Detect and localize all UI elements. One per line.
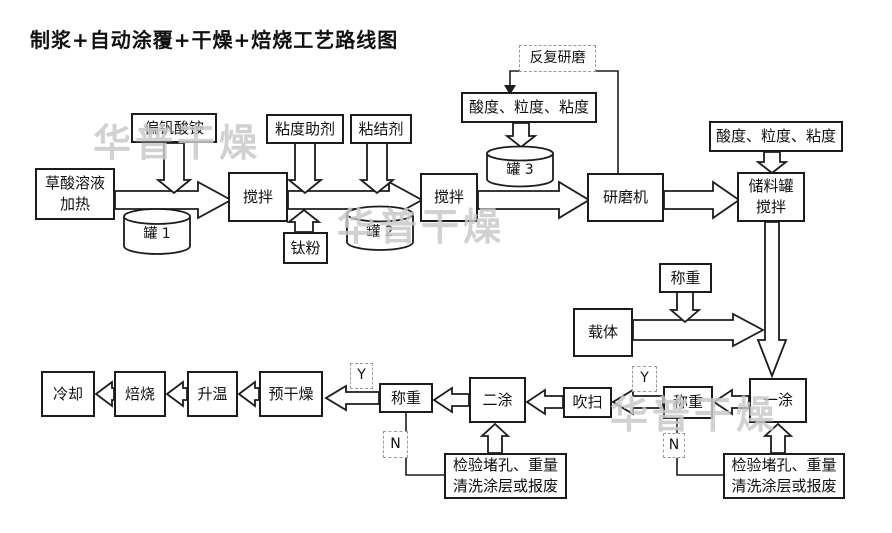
node-binder: 粘结剂 bbox=[350, 114, 412, 144]
tank-2: 罐 2 bbox=[345, 205, 415, 252]
tank-3-label: 罐 3 bbox=[506, 162, 534, 178]
flow-inspect-to-coat2 bbox=[479, 422, 511, 454]
flow-blow-to-coat2 bbox=[525, 388, 564, 416]
line-weigh-mid-no-path bbox=[405, 413, 444, 476]
flow-binder-feed bbox=[358, 142, 396, 195]
node-carrier: 载体 bbox=[573, 308, 633, 357]
flow-weigh-to-blow bbox=[611, 388, 664, 416]
flow-qc-right-to-storage bbox=[755, 151, 789, 175]
flow-heatup-to-roast bbox=[165, 380, 188, 408]
flow-ammonium-feed bbox=[155, 142, 193, 195]
node-weigh-top: 称重 bbox=[659, 263, 712, 293]
flow-coat2-to-weigh bbox=[432, 386, 470, 414]
tank-2-label: 罐 2 bbox=[366, 224, 394, 240]
flow-predry-to-heatup bbox=[237, 380, 260, 408]
node-no-right: N bbox=[663, 433, 685, 458]
node-viscosity-aid: 粘度助剂 bbox=[266, 114, 344, 144]
node-stir-1: 搅拌 bbox=[228, 172, 288, 222]
flow-qc-left-to-tank3 bbox=[504, 122, 538, 149]
tank-1: 罐 1 bbox=[122, 207, 192, 256]
flow-storage-to-first-coat bbox=[756, 221, 788, 379]
tank-1-label: 罐 1 bbox=[143, 226, 171, 242]
cylinder-shape bbox=[486, 145, 554, 188]
tank-3: 罐 3 bbox=[485, 145, 555, 189]
flow-stir2-to-grinder bbox=[477, 180, 591, 220]
node-predry: 预干燥 bbox=[259, 371, 323, 417]
cylinder-shape bbox=[346, 205, 414, 251]
node-cool: 冷却 bbox=[41, 371, 95, 417]
flow-inspect-to-coat1 bbox=[762, 422, 794, 454]
node-storage-tank-stir: 储料罐 搅拌 bbox=[737, 172, 805, 222]
node-titanium-powder: 钛粉 bbox=[283, 232, 328, 264]
node-inspect-right: 检验堵孔、重量 清洗涂层或报废 bbox=[723, 453, 845, 499]
flow-weigh-to-predry bbox=[324, 384, 380, 412]
node-qc-acidity-right: 酸度、粒度、粘度 bbox=[709, 121, 843, 152]
node-roast: 焙烧 bbox=[114, 371, 166, 417]
node-stir-2: 搅拌 bbox=[420, 173, 478, 222]
flow-viscosity-aid-feed bbox=[286, 142, 324, 195]
flow-coat1-to-weigh bbox=[712, 388, 750, 416]
flow-weigh-top-feed bbox=[668, 291, 702, 324]
node-no-mid: N bbox=[383, 431, 408, 458]
flow-roast-to-cool bbox=[94, 380, 115, 408]
flow-ti-powder-feed bbox=[286, 208, 322, 233]
node-weigh-mid: 称重 bbox=[379, 383, 433, 413]
node-heat-up: 升温 bbox=[187, 371, 238, 417]
diagram-title: 制浆+自动涂覆+干燥+焙烧工艺路线图 bbox=[30, 28, 399, 52]
node-second-coat: 二涂 bbox=[469, 377, 526, 423]
node-blow-purge: 吹扫 bbox=[563, 387, 612, 418]
node-inspect-mid: 检验堵孔、重量 清洗涂层或报废 bbox=[444, 453, 567, 499]
node-yes-right: Y bbox=[632, 366, 657, 392]
node-oxalic-solution-heating: 草酸溶液 加热 bbox=[35, 168, 115, 220]
arrowhead-feedback bbox=[504, 85, 516, 95]
node-first-coat: 一涂 bbox=[749, 378, 807, 423]
cylinder-shape bbox=[123, 208, 191, 255]
flow-carrier-to-coating bbox=[632, 312, 765, 348]
node-weigh-right: 称重 bbox=[663, 386, 713, 419]
flow-grinder-to-storage bbox=[663, 180, 741, 220]
node-yes-mid: Y bbox=[350, 363, 373, 389]
node-ammonium-metavanadate: 偏钒酸铵 bbox=[131, 113, 217, 143]
node-qc-acidity-left: 酸度、粒度、粘度 bbox=[461, 92, 597, 123]
node-repeat-grinding: 反复研磨 bbox=[519, 45, 596, 72]
node-grinder: 研磨机 bbox=[587, 173, 664, 222]
